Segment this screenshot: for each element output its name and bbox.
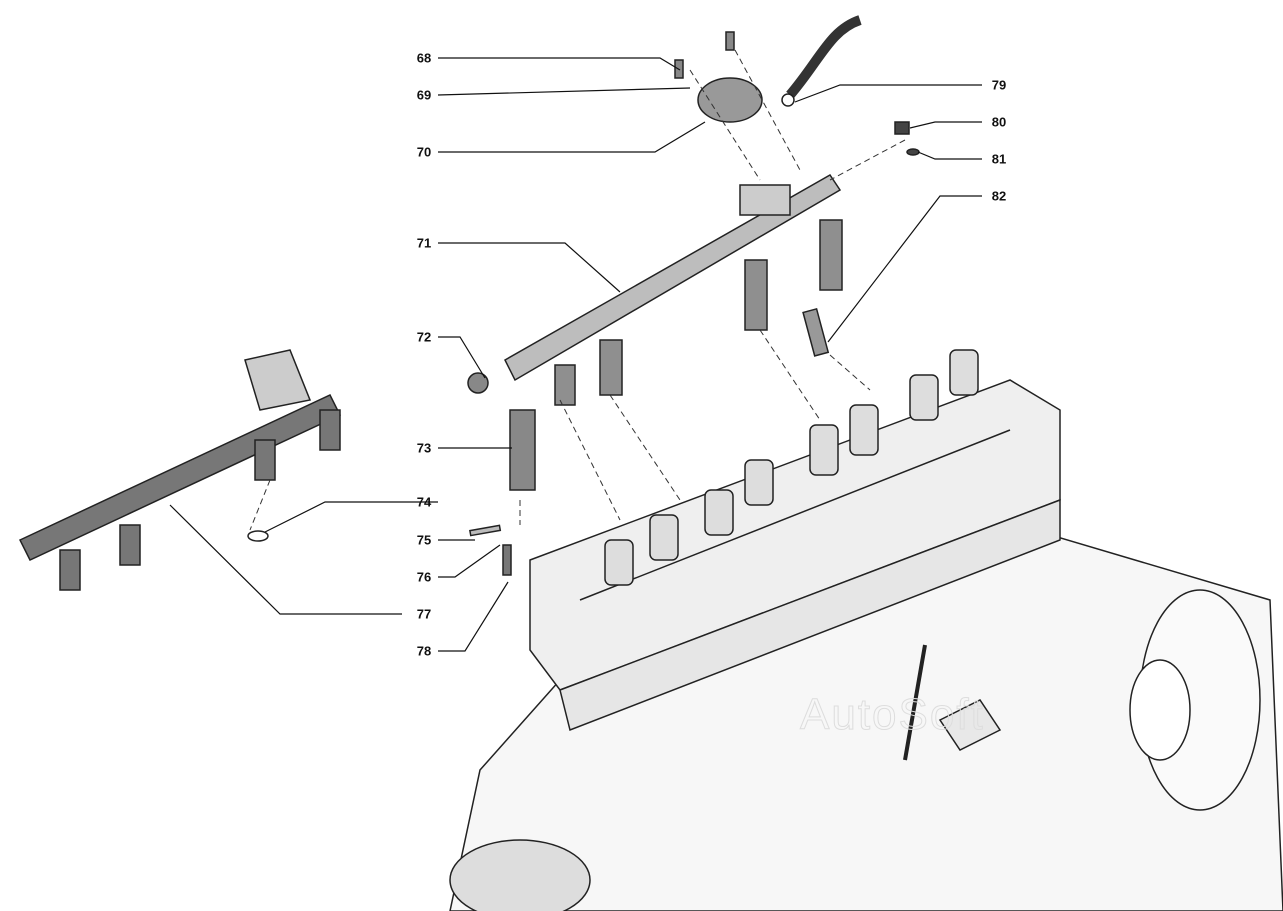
- callout-76: 76: [416, 569, 432, 585]
- callout-80: 80: [991, 114, 1007, 130]
- callout-72: 72: [416, 329, 432, 345]
- callout-74: 74: [416, 494, 432, 510]
- callout-75: 75: [416, 532, 432, 548]
- callout-79: 79: [991, 77, 1007, 93]
- callout-77: 77: [416, 606, 432, 622]
- callout-70: 70: [416, 144, 432, 160]
- callout-73: 73: [416, 440, 432, 456]
- leader-lines: [169, 57, 982, 652]
- alt-fuel-rail: [18, 394, 342, 561]
- callout-71: 71: [416, 235, 432, 251]
- watermark: AutoSoft: [800, 690, 985, 740]
- callout-68: 68: [416, 50, 432, 66]
- callout-69: 69: [416, 87, 432, 103]
- callout-78: 78: [416, 643, 432, 659]
- fuel-rail: [504, 174, 842, 382]
- callout-82: 82: [991, 188, 1007, 204]
- callout-81: 81: [991, 151, 1007, 167]
